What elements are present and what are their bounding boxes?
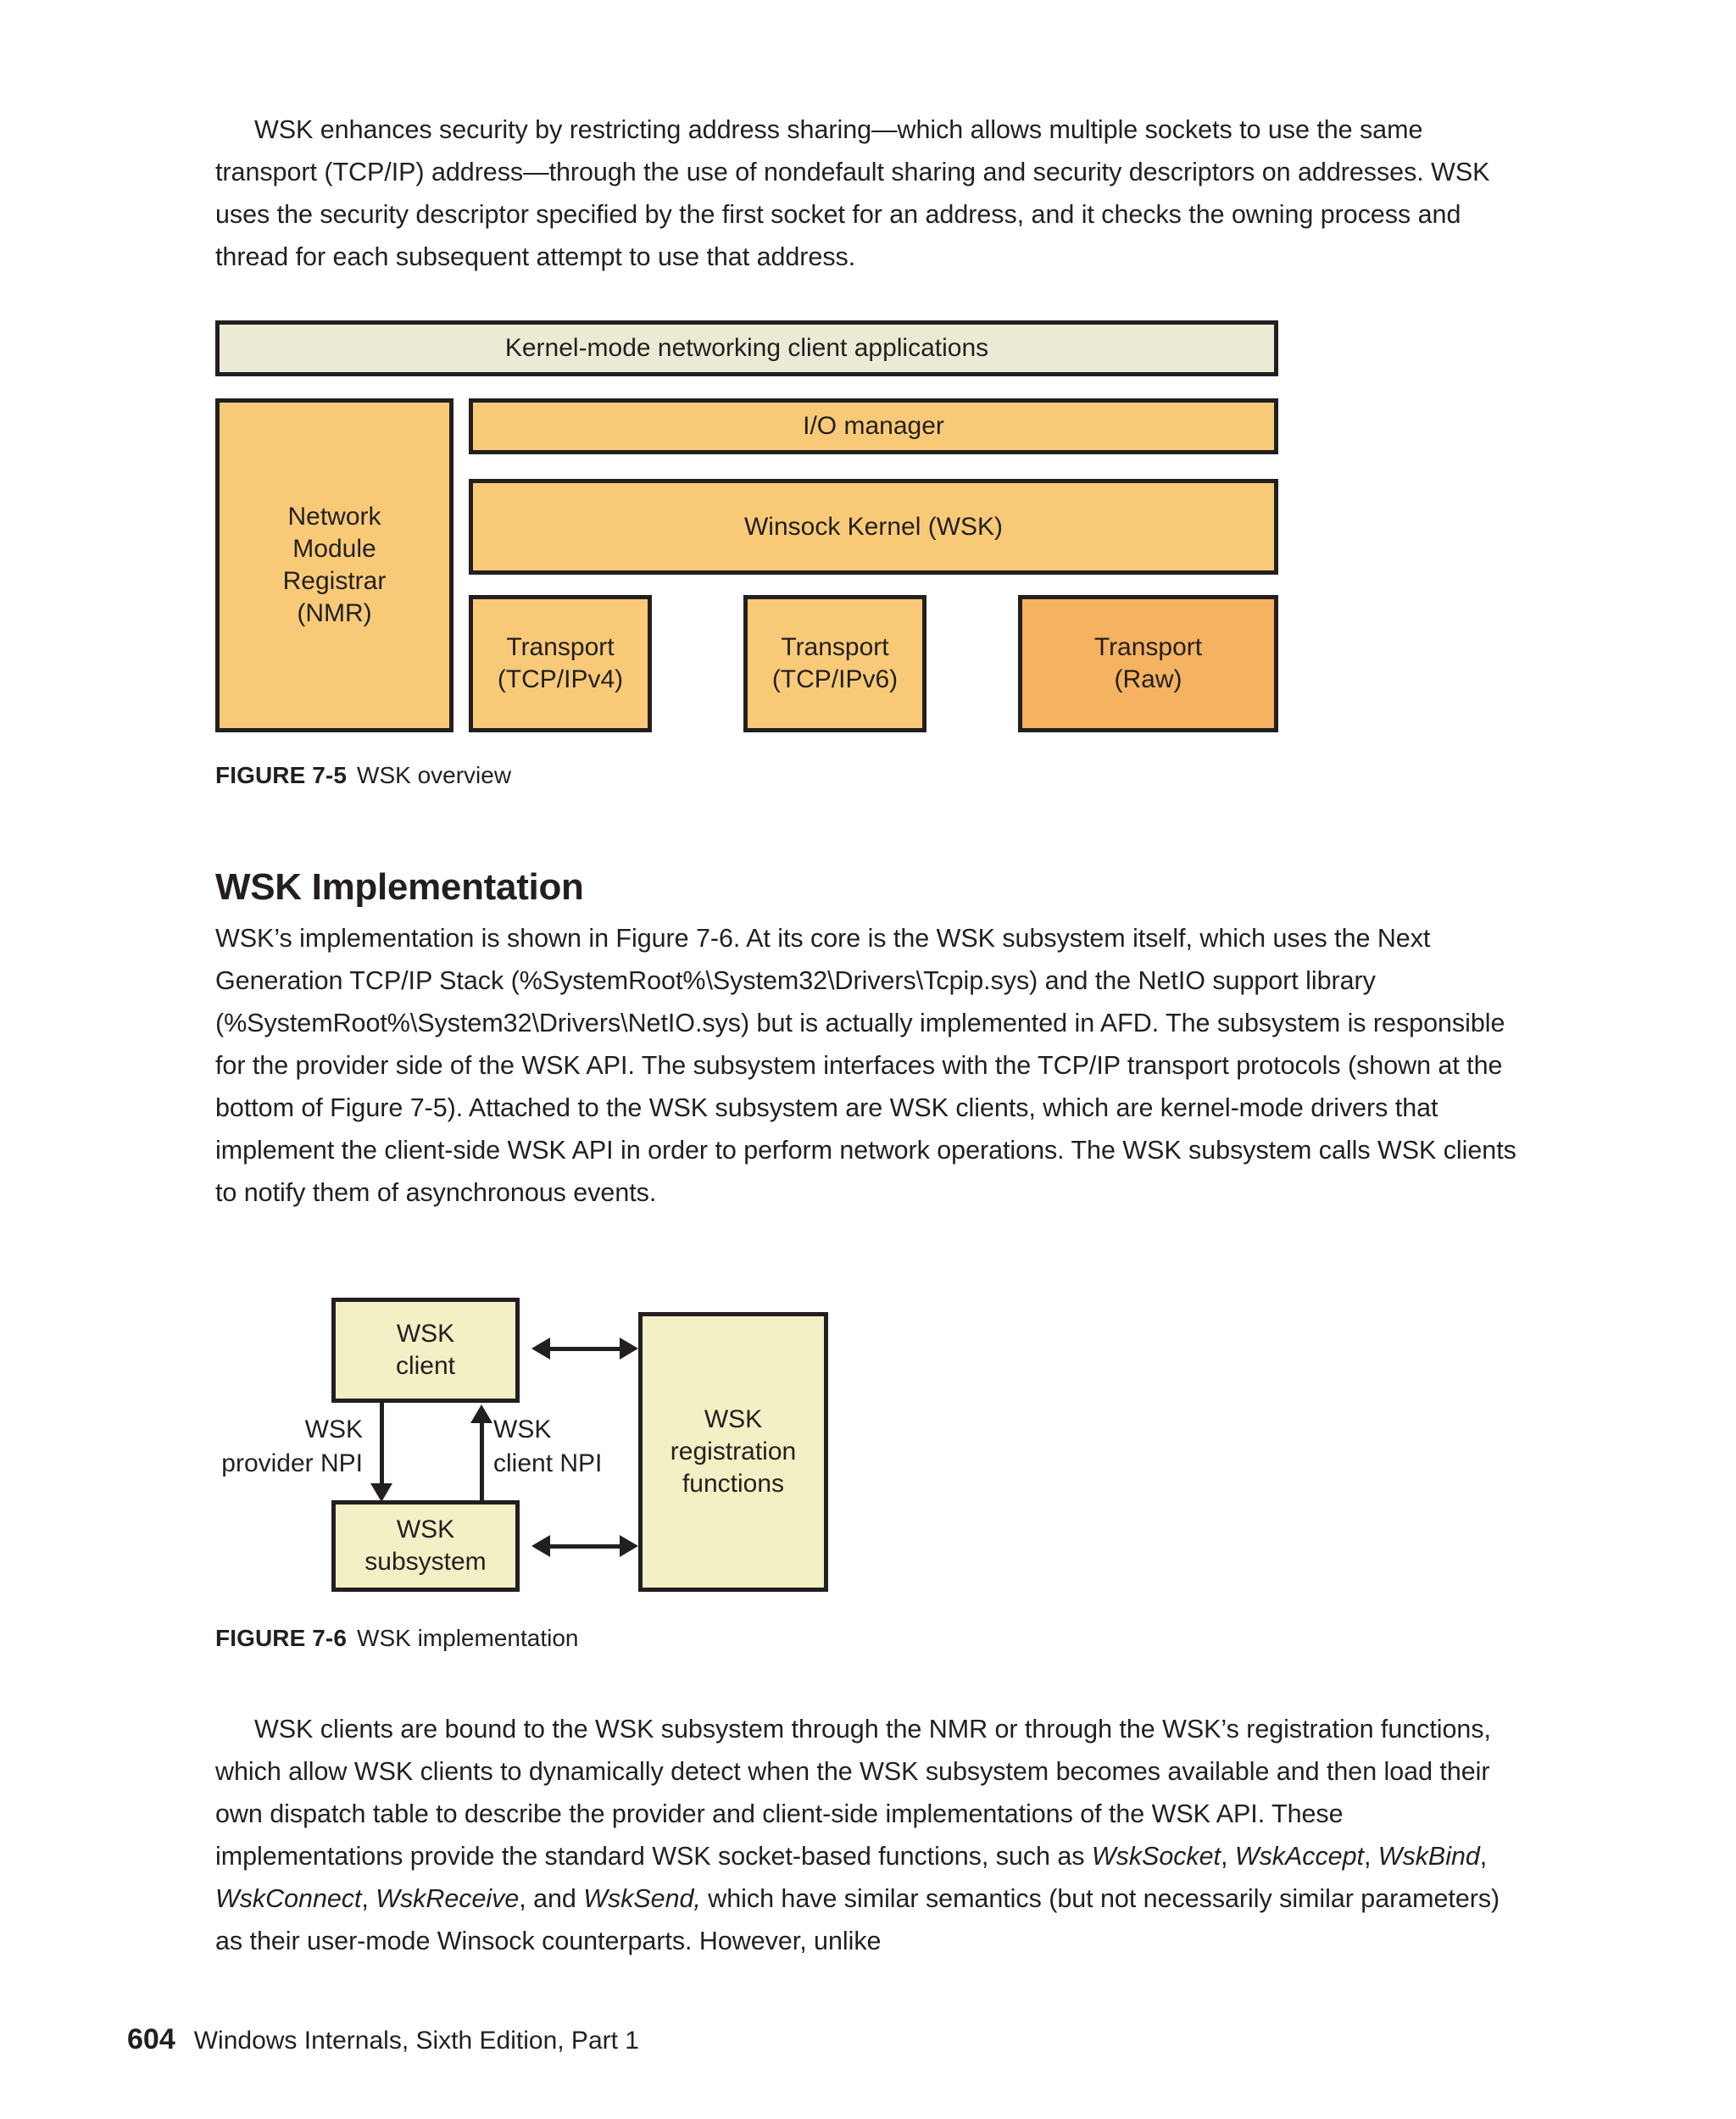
nmr-line-4: (NMR) <box>297 599 372 627</box>
api-function-wskaccept: WskAccept <box>1234 1842 1364 1871</box>
api-function-wsksocket: WskSocket <box>1091 1842 1221 1871</box>
transport-raw-line-1: Transport <box>1093 633 1203 661</box>
arrow-subsystem-registration-head-right <box>620 1535 638 1557</box>
api-function-wskconnect: WskConnect <box>215 1884 362 1913</box>
wsk-client-line-2: client <box>395 1352 456 1380</box>
box-wsk-client-label: WSK client <box>389 1318 462 1382</box>
arrow-client-registration-shaft <box>536 1347 620 1351</box>
box-transport-tcp-ipv4: Transport (TCP/IPv4) <box>469 595 652 732</box>
wsk-subsystem-line-2: subsystem <box>364 1548 487 1576</box>
api-function-wsksend: WskSend, <box>583 1884 701 1913</box>
paragraph-wsk-clients-binding-text-a: WSK clients are bound to the WSK subsyst… <box>215 1715 1491 1871</box>
box-wsk-subsystem: WSK subsystem <box>331 1500 520 1592</box>
box-transport-tcp-ipv6: Transport (TCP/IPv6) <box>743 595 926 732</box>
paragraph-wsk-clients-binding: WSK clients are bound to the WSK subsyst… <box>215 1708 1521 1962</box>
api-function-wskbind: WskBind <box>1377 1842 1480 1871</box>
label-wsk-client-npi: WSK client NPI <box>493 1413 714 1481</box>
provider-npi-line-2: provider NPI <box>221 1449 363 1477</box>
box-transport-tcp-ipv4-label: Transport (TCP/IPv4) <box>491 631 630 696</box>
paragraph-wsk-clients-binding-text-b: which have similar semantics (but not ne… <box>215 1884 1500 1955</box>
box-nmr-label: Network Module Registrar (NMR) <box>276 501 393 630</box>
sep-4: , <box>361 1884 376 1913</box>
arrow-client-registration-head-left <box>531 1338 550 1360</box>
transport-raw-line-2: (Raw) <box>1114 665 1182 693</box>
arrow-client-npi-shaft <box>480 1422 484 1503</box>
client-npi-line-1: WSK <box>493 1415 552 1443</box>
box-kernel-mode-client-applications: Kernel-mode networking client applicatio… <box>215 320 1278 376</box>
transport-v4-line-1: Transport <box>506 633 615 661</box>
box-kernel-mode-client-applications-label: Kernel-mode networking client applicatio… <box>504 334 989 362</box>
page-number: 604 <box>127 2023 175 2055</box>
figure-7-5-caption: FIGURE 7-5 WSK overview <box>215 760 511 791</box>
box-io-manager-label: I/O manager <box>803 412 944 440</box>
box-wsk-registration-functions: WSK registration functions <box>638 1312 828 1592</box>
transport-v6-line-1: Transport <box>781 633 889 661</box>
arrow-provider-npi-head <box>370 1483 392 1502</box>
wsk-registration-line-1: WSK <box>704 1405 763 1433</box>
figure-7-6-caption-text: WSK implementation <box>357 1625 579 1651</box>
figure-7-5-caption-text: WSK overview <box>357 762 512 788</box>
sep-3: , <box>1479 1842 1488 1871</box>
box-winsock-kernel: Winsock Kernel (WSK) <box>469 479 1278 575</box>
box-transport-tcp-ipv6-label: Transport (TCP/IPv6) <box>765 631 904 696</box>
arrow-subsystem-registration-head-left <box>531 1535 550 1557</box>
nmr-line-1: Network <box>287 503 381 531</box>
client-npi-line-2: client NPI <box>493 1449 603 1477</box>
box-io-manager: I/O manager <box>469 398 1278 454</box>
figure-7-6-caption-label: FIGURE 7-6 <box>215 1625 348 1651</box>
figure-7-5-caption-label: FIGURE 7-5 <box>215 762 348 788</box>
wsk-registration-line-2: registration <box>670 1438 797 1466</box>
label-wsk-provider-npi: WSK provider NPI <box>144 1413 363 1481</box>
section-heading-wsk-implementation: WSK Implementation <box>215 866 584 908</box>
box-network-module-registrar: Network Module Registrar (NMR) <box>215 398 453 732</box>
paragraph-intro: WSK enhances security by restricting add… <box>215 108 1521 278</box>
provider-npi-line-1: WSK <box>304 1415 363 1443</box>
nmr-line-2: Module <box>292 535 376 563</box>
wsk-registration-line-3: functions <box>682 1470 785 1498</box>
sep-1: , <box>1220 1842 1235 1871</box>
page-footer: 604 Windows Internals, Sixth Edition, Par… <box>127 2022 639 2119</box>
box-wsk-subsystem-label: WSK subsystem <box>358 1514 492 1578</box>
arrow-subsystem-registration-shaft <box>536 1544 620 1549</box>
box-transport-raw: Transport (Raw) <box>1018 595 1278 732</box>
box-winsock-kernel-label: Winsock Kernel (WSK) <box>743 512 1004 541</box>
wsk-client-line-1: WSK <box>396 1320 455 1348</box>
box-transport-raw-label: Transport (Raw) <box>1088 631 1209 696</box>
nmr-line-3: Registrar <box>282 567 387 595</box>
paragraph-wsk-implementation-text: WSK’s implementation is shown in Figure … <box>215 924 1516 1207</box>
arrow-client-npi-head <box>470 1404 492 1423</box>
sep-5: , and <box>519 1884 584 1913</box>
box-wsk-registration-functions-label: WSK registration functions <box>664 1404 803 1500</box>
transport-v6-line-2: (TCP/IPv6) <box>771 665 899 693</box>
arrow-provider-npi-shaft <box>380 1403 384 1488</box>
sep-2: , <box>1363 1842 1378 1871</box>
wsk-subsystem-line-1: WSK <box>396 1516 455 1543</box>
paragraph-intro-text: WSK enhances security by restricting add… <box>215 115 1490 271</box>
box-wsk-client: WSK client <box>331 1298 520 1403</box>
arrow-client-registration-head-right <box>620 1338 638 1360</box>
paragraph-wsk-implementation: WSK’s implementation is shown in Figure … <box>215 917 1521 1214</box>
running-footer-title: Windows Internals, Sixth Edition, Part 1 <box>193 2027 639 2055</box>
transport-v4-line-2: (TCP/IPv4) <box>497 665 624 693</box>
api-function-wskreceive: WskReceive <box>376 1884 520 1913</box>
figure-7-6-caption: FIGURE 7-6 WSK implementation <box>215 1623 578 1654</box>
